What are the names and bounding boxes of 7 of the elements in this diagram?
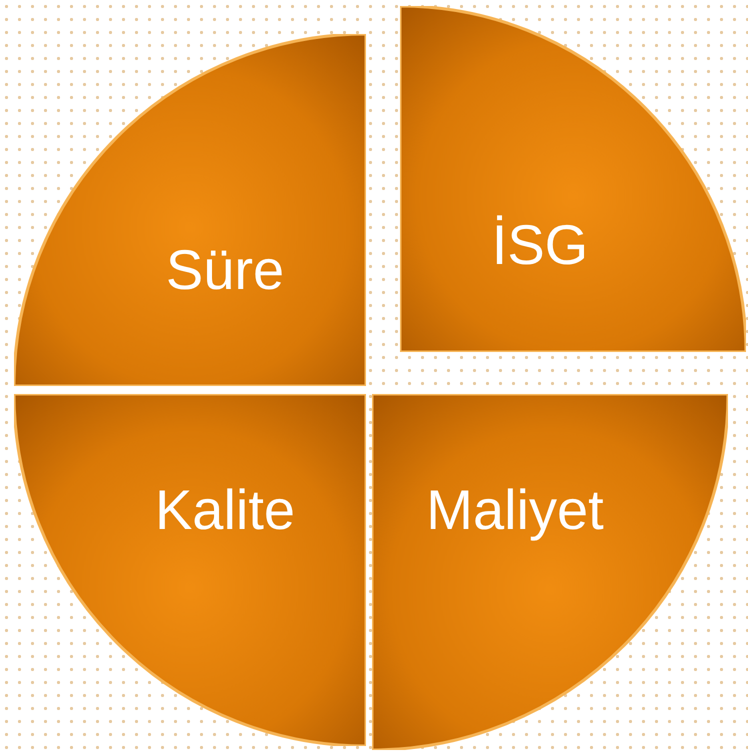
pie-segment <box>14 34 366 386</box>
segment-label: Süre <box>166 242 284 298</box>
pie-segment <box>14 394 366 746</box>
segment-label: Kalite <box>154 482 296 538</box>
pie-segment <box>400 6 746 352</box>
pie-segment <box>372 394 728 750</box>
segment-label: İSG <box>492 217 588 273</box>
